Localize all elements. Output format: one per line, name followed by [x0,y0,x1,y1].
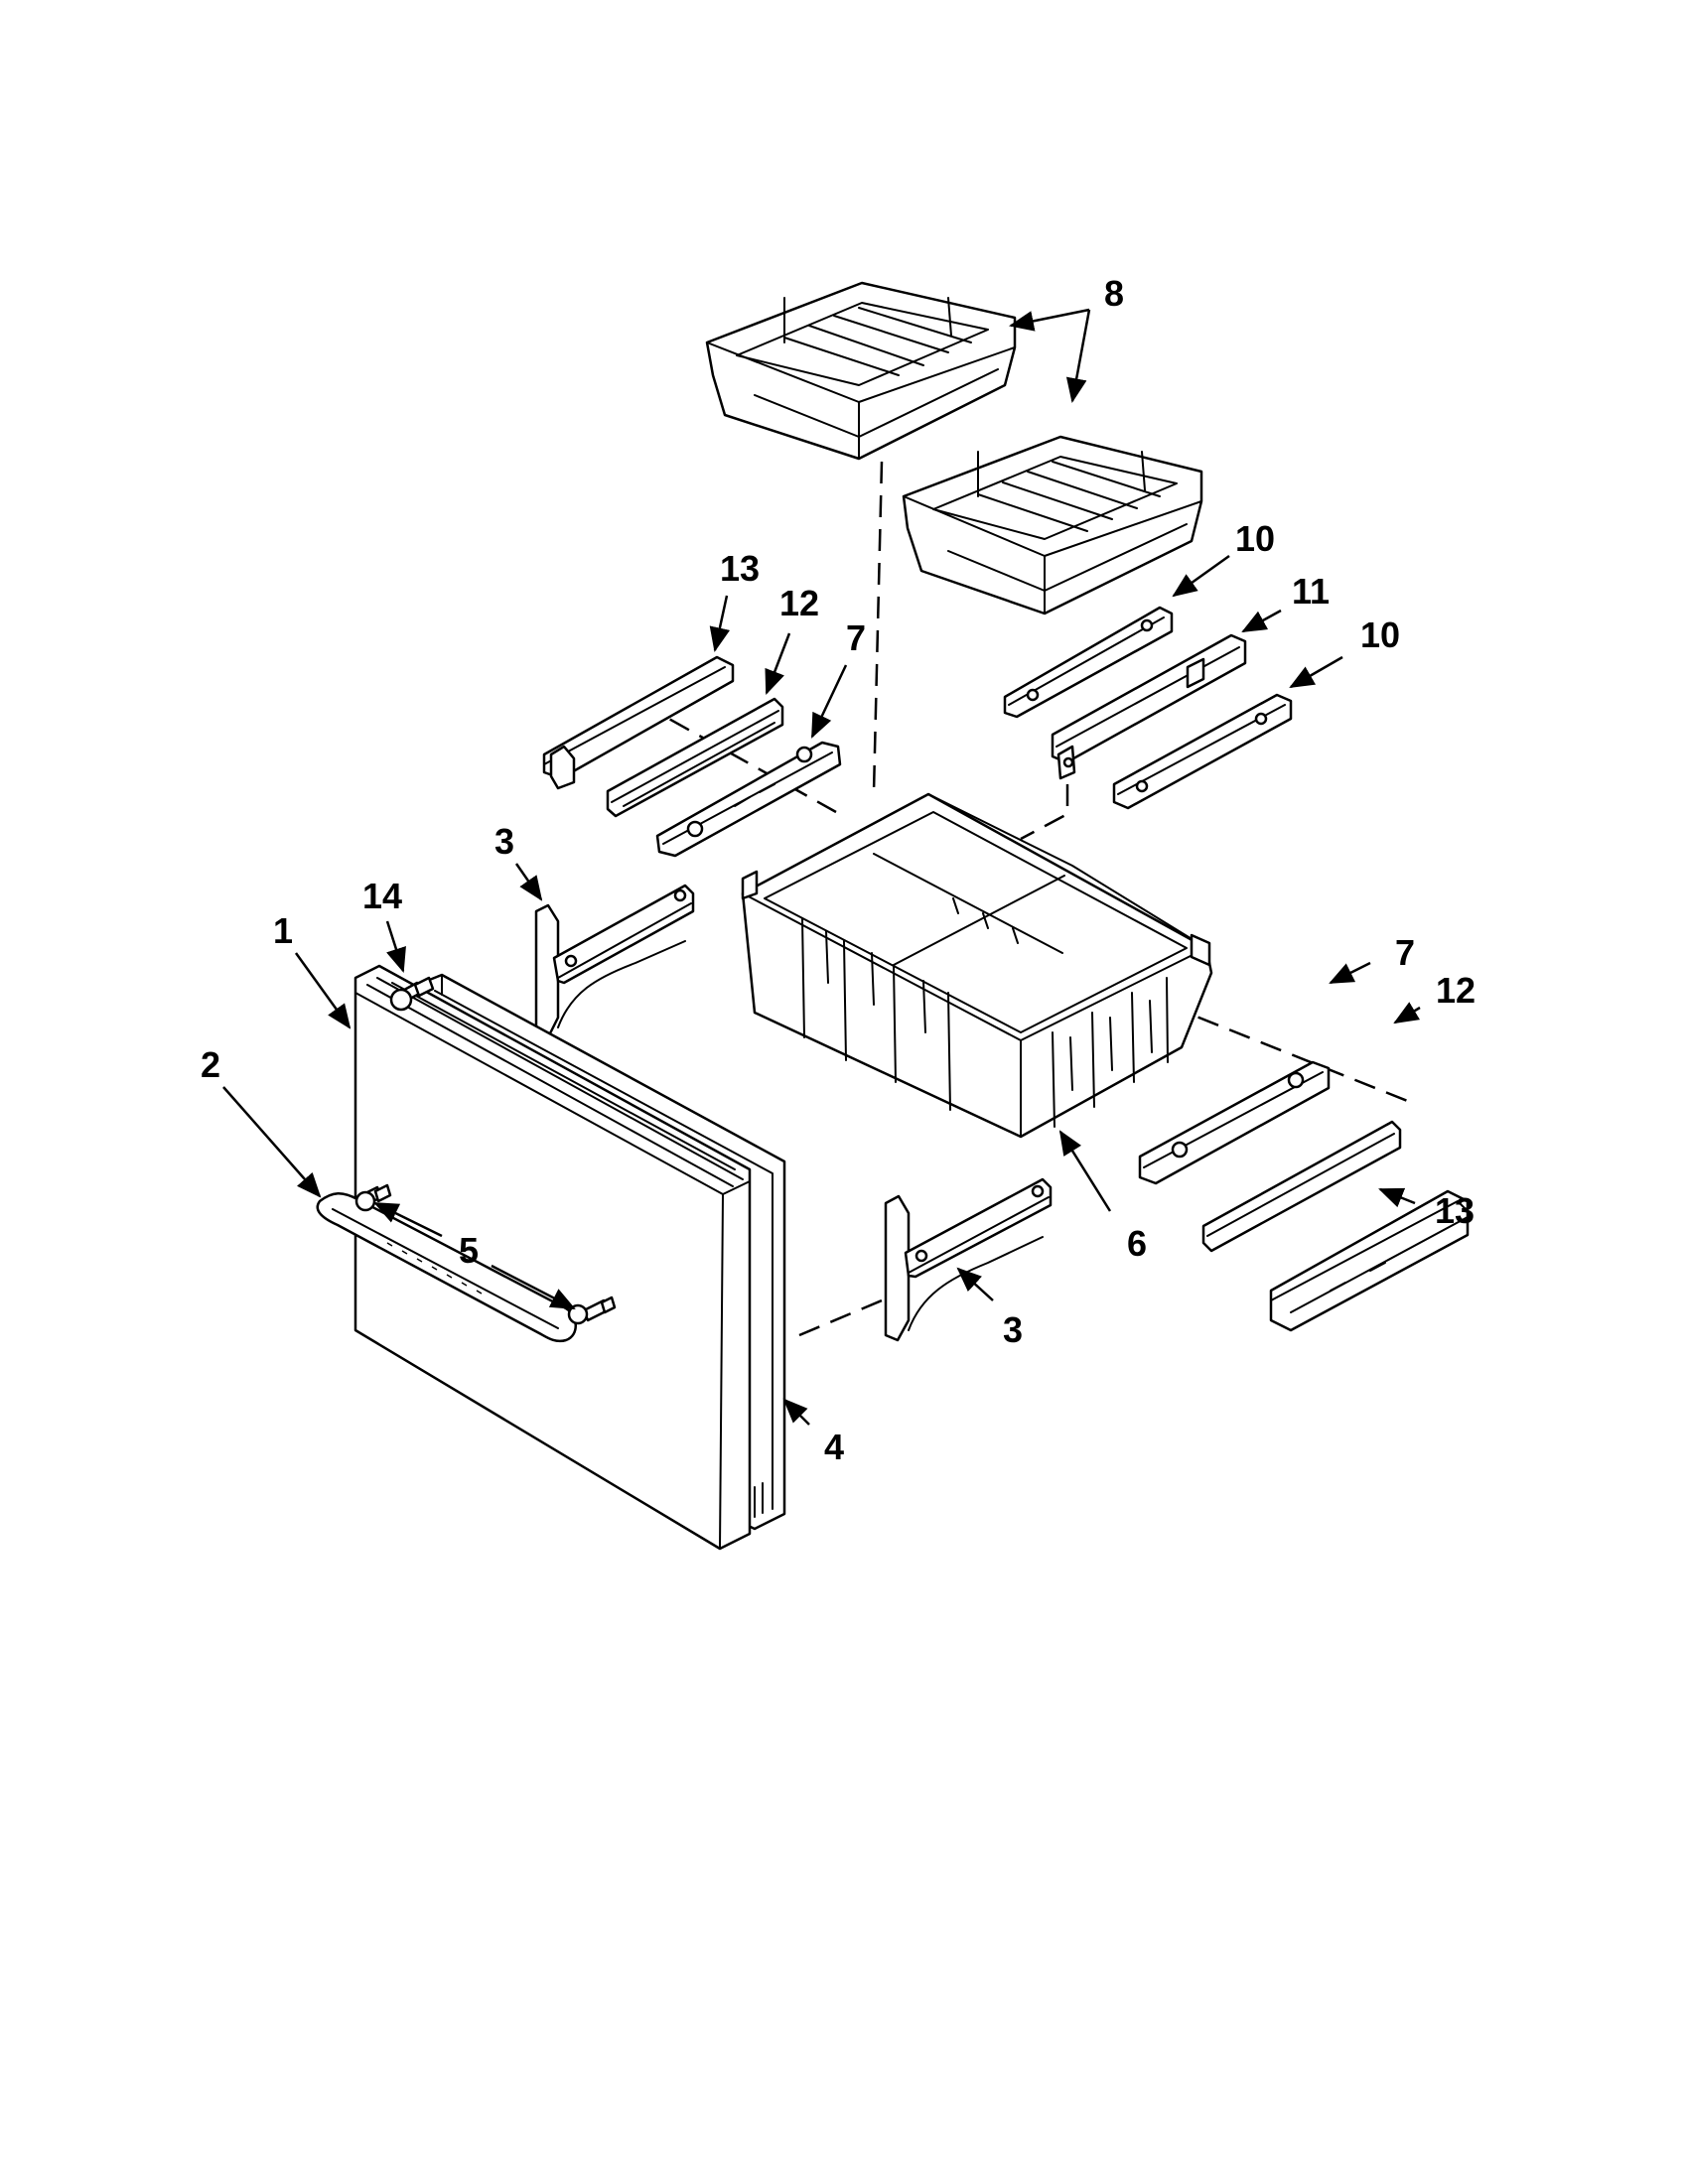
callout-7-right: 7 [1395,932,1415,973]
callout-12-left: 12 [779,583,819,623]
rail-12-left [606,697,784,818]
rail-12-right [1201,1120,1402,1253]
freezer-bin-6 [741,792,1213,1139]
callout-1: 1 [273,910,293,951]
screw-14 [389,976,435,1012]
callout-7-left: 7 [846,617,866,658]
callout-13-right: 13 [1435,1190,1475,1231]
bracket-3-lower [884,1177,1053,1342]
slide-7-right [1138,1060,1331,1185]
upper-basket-left [705,281,1017,461]
bracket-3-upper [534,884,695,1039]
callout-3-upper: 3 [494,821,514,862]
drawer-front-1 [353,964,752,1551]
callout-3-lower: 3 [1003,1309,1023,1350]
slide-7-left [655,741,842,858]
callout-2: 2 [201,1044,220,1085]
callout-5: 5 [459,1230,479,1271]
callout-12-right: 12 [1436,970,1476,1011]
screw-5-right [567,1296,617,1325]
callout-14: 14 [362,876,402,916]
callout-10-lower: 10 [1360,614,1400,655]
rail-10-lower [1112,693,1293,810]
callout-4: 4 [824,1427,844,1467]
rail-cover-13-right [1269,1189,1470,1332]
rail-10-upper [1003,606,1174,719]
callout-11: 11 [1292,571,1330,612]
drawer-handle-2 [316,1192,577,1343]
callout-10-upper: 10 [1235,518,1275,559]
callout-8: 8 [1104,273,1124,314]
rail-cover-13-left [542,655,735,790]
screw-5-left [354,1183,392,1212]
upper-basket-right [902,435,1203,615]
callout-13-left: 13 [720,548,760,589]
callout-6: 6 [1127,1223,1147,1264]
rail-11 [1051,633,1247,780]
